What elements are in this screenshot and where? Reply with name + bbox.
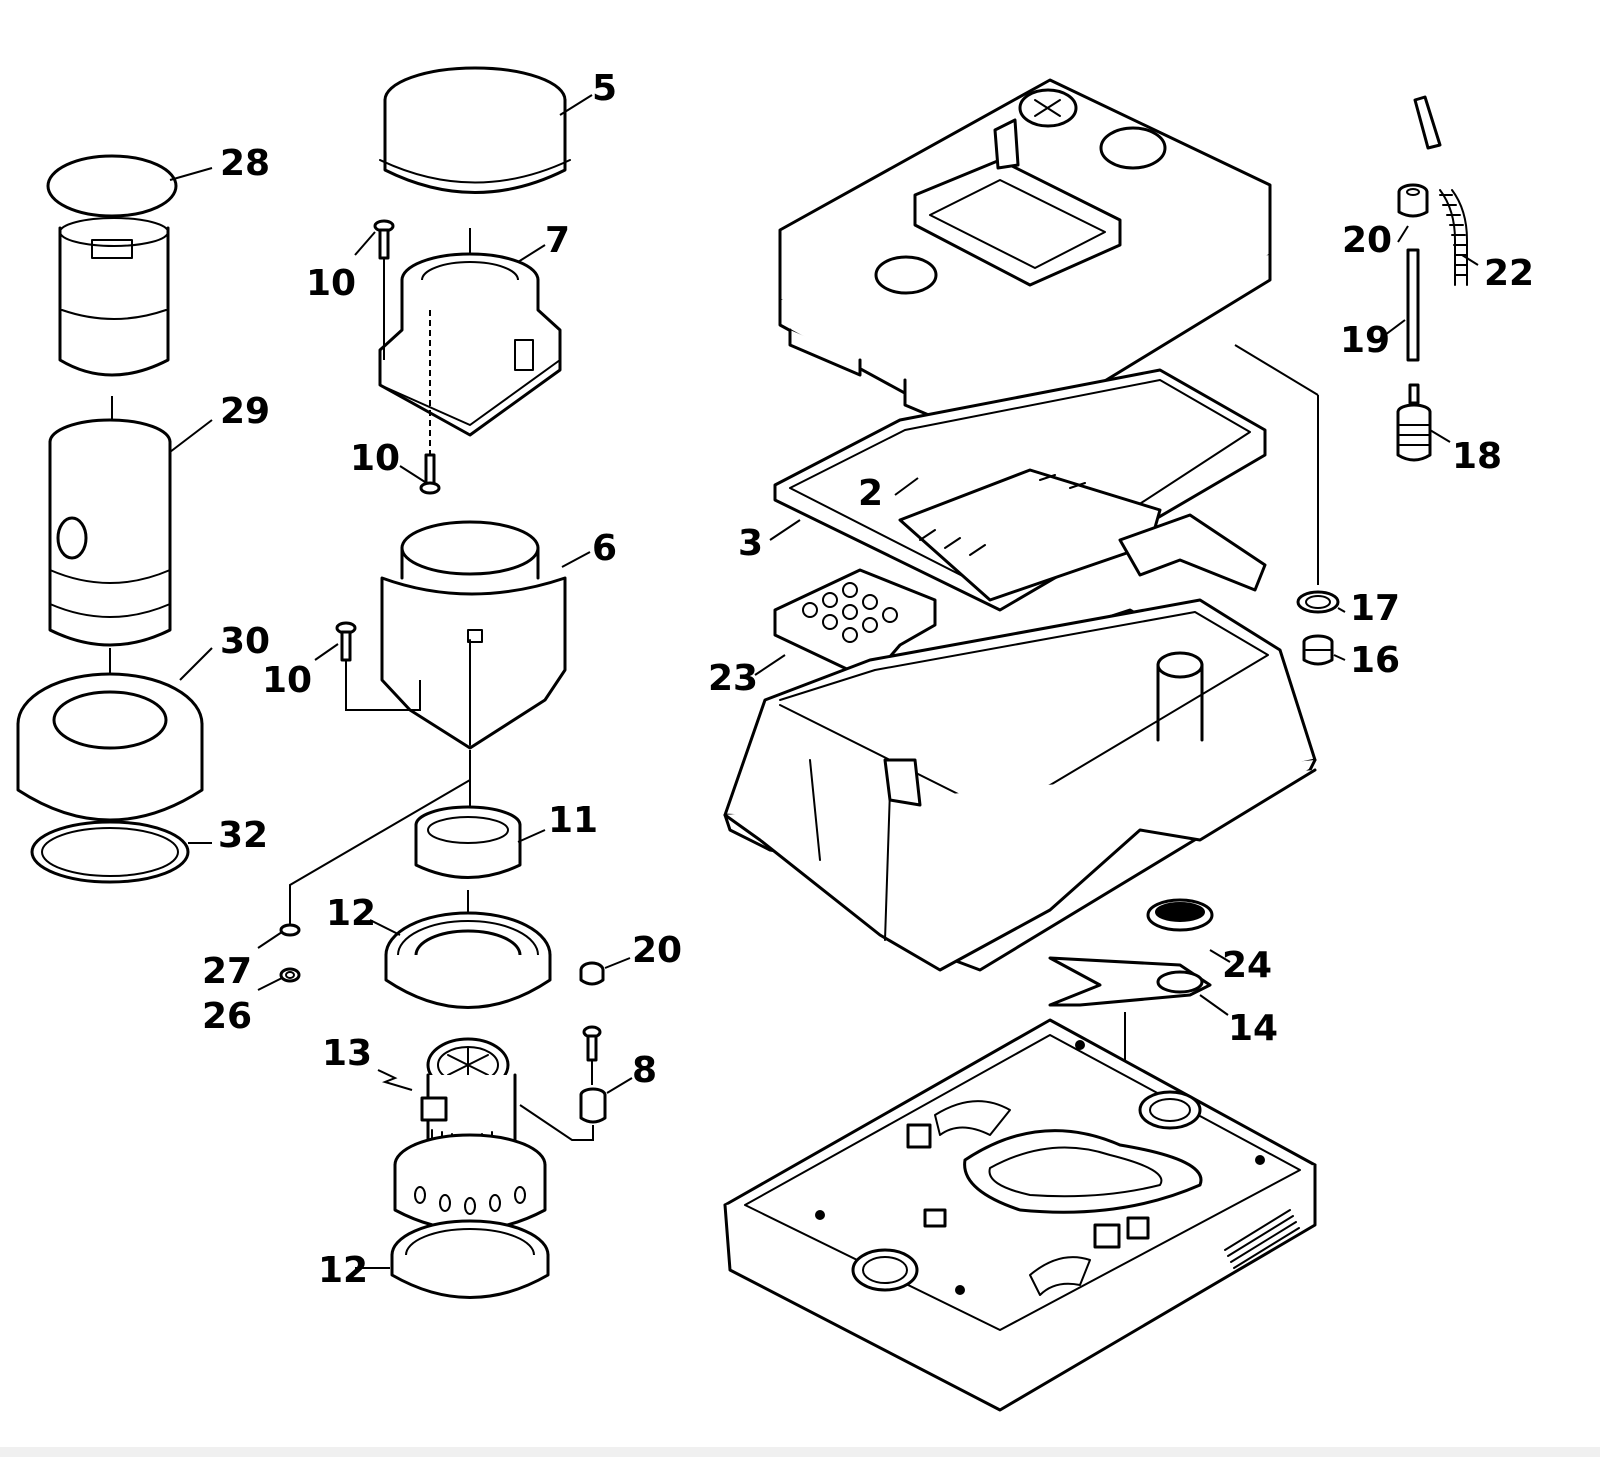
part-27-washer	[279, 923, 301, 937]
callout-5: 5	[592, 68, 617, 109]
callout-30: 30	[220, 621, 270, 662]
callout-19: 19	[1340, 320, 1390, 361]
callout-18: 18	[1452, 436, 1502, 477]
part-32-gasket	[30, 820, 190, 884]
part-29-filter-sleeve	[48, 418, 172, 647]
part-8-screw-spacer	[519, 1025, 607, 1141]
part-10-screw-b	[419, 453, 441, 495]
part-14-bracket	[1048, 956, 1212, 1007]
callout-3: 3	[738, 523, 763, 564]
callout-28: 28	[220, 143, 270, 184]
callout-leaders	[169, 94, 1479, 1269]
part-12-gasket-lower	[390, 1219, 550, 1299]
callout-6: 6	[592, 528, 617, 569]
part-16-valve	[1302, 634, 1334, 666]
part-20-fitting	[1397, 183, 1429, 218]
callout-20-top: 20	[1342, 220, 1392, 261]
part-19-tube	[1406, 248, 1420, 362]
callout-32: 32	[218, 815, 268, 856]
part-11-seal	[414, 805, 522, 879]
part-tank-body	[723, 598, 1317, 972]
part-13-motor	[377, 1037, 547, 1232]
part-10-screw-a	[373, 219, 395, 360]
part-12-gasket-upper	[384, 911, 552, 1009]
callout-22: 22	[1484, 253, 1534, 294]
callout-12-lower: 12	[318, 1250, 368, 1291]
part-5-cover	[379, 66, 571, 194]
callout-12-upper: 12	[326, 893, 376, 934]
part-17-ring	[1296, 590, 1340, 614]
callout-13: 13	[322, 1033, 372, 1074]
part-10-screw-c	[335, 621, 421, 711]
callout-10-lower: 10	[262, 660, 312, 701]
callout-7: 7	[545, 220, 570, 261]
part-20-nut	[579, 961, 605, 986]
part-30-filter-ring	[16, 672, 204, 822]
callout-24: 24	[1222, 945, 1272, 986]
callout-14: 14	[1228, 1008, 1278, 1049]
callout-10-upper: 10	[306, 263, 356, 304]
part-26-nut	[279, 967, 301, 983]
callout-2: 2	[858, 473, 883, 514]
callout-29: 29	[220, 391, 270, 432]
leader-lid-17	[1234, 344, 1319, 396]
callout-26: 26	[202, 996, 252, 1037]
callout-16: 16	[1350, 640, 1400, 681]
callout-23: 23	[708, 658, 758, 699]
callout-20-middle: 20	[632, 930, 682, 971]
part-22-hose	[1413, 95, 1468, 286]
callout-10-middle: 10	[350, 438, 400, 479]
callout-17: 17	[1350, 588, 1400, 629]
leader-27-26	[289, 779, 471, 925]
footer-strip	[0, 1447, 1600, 1457]
part-18-filter-foot	[1396, 383, 1432, 462]
callout-27: 27	[202, 951, 252, 992]
part-6-motor-cover	[380, 520, 567, 750]
part-float-cage	[898, 468, 1267, 602]
callout-8: 8	[632, 1050, 657, 1091]
callout-11: 11	[548, 800, 598, 841]
part-24-plug	[1146, 898, 1214, 932]
part-base-tray	[723, 1018, 1317, 1412]
part-7-motor-housing	[378, 252, 562, 437]
callout-labels: 2 3 5 6 7 8 10 10 10 11 12 12 13 14 16 1…	[202, 68, 1534, 1291]
part-28-filter-cap	[46, 154, 178, 377]
